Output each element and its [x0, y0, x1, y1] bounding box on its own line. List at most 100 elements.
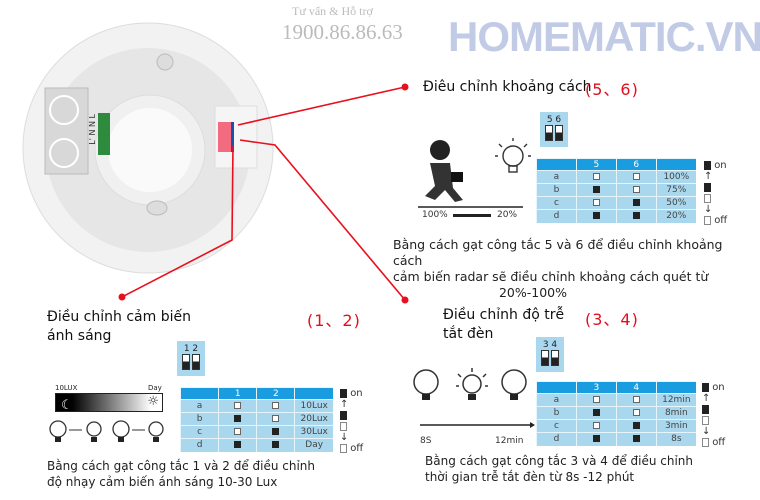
- table-row: b 8min: [536, 406, 696, 420]
- moon-icon: ☾: [61, 398, 73, 413]
- row-label: a: [536, 393, 577, 407]
- title-line: tắt đèn: [443, 326, 494, 342]
- runner-bulb-illustration: [418, 138, 531, 208]
- header-cell: 4: [615, 381, 657, 394]
- legend-off: off: [350, 443, 364, 454]
- row-value: 8min: [655, 406, 696, 420]
- table-row: c 3min: [536, 419, 696, 433]
- legend-off: off: [714, 215, 728, 226]
- distance-mini-switch: 5 6: [540, 112, 568, 147]
- header-cell: 2: [256, 387, 295, 400]
- arrow-icon: [453, 214, 491, 217]
- delay-switch-numbers: (3、4): [585, 310, 639, 329]
- switch-state-cell: [218, 412, 257, 426]
- mini-label: 5 6: [546, 115, 562, 125]
- switch-off-icon: [272, 415, 280, 422]
- switch-state-cell: [575, 209, 617, 223]
- row-label: a: [179, 399, 219, 413]
- row-label: d: [536, 432, 577, 446]
- switch-state-cell: [218, 425, 257, 439]
- table-row: c 50%: [536, 196, 696, 210]
- header-cell: [536, 158, 577, 171]
- switch-state-cell: [575, 406, 617, 420]
- legend-on: on: [350, 388, 363, 399]
- row-label: b: [536, 183, 577, 197]
- row-label: c: [179, 425, 219, 439]
- switch-state-cell: [256, 438, 295, 452]
- switch-state-cell: [256, 425, 295, 439]
- mini-label: 1 2: [183, 344, 199, 354]
- row-value: 20Lux: [294, 412, 333, 426]
- table-row: b 20Lux: [179, 412, 333, 426]
- header-cell: 3: [575, 381, 617, 394]
- watermark-brand: HOMEMATIC.VN: [448, 13, 760, 60]
- caption-line: cảm biến radar sẽ điều chỉnh khoảng cách…: [393, 269, 709, 284]
- switch-off-icon: [592, 422, 600, 429]
- header-cell: [655, 158, 696, 171]
- delay-range-to: 12min: [495, 436, 524, 446]
- header-cell: 1: [218, 387, 257, 400]
- row-label: d: [179, 438, 219, 452]
- switch-off-icon: [234, 402, 242, 409]
- row-value: 10Lux: [294, 399, 333, 413]
- title-line: Điều chỉnh cảm biến: [47, 309, 191, 325]
- switch-on-icon: [272, 428, 280, 435]
- row-value: 3min: [655, 419, 696, 433]
- header-cell: [655, 381, 696, 394]
- row-value: 12min: [655, 393, 696, 407]
- switch-state-cell: [218, 399, 257, 413]
- bar-right-label: Day: [148, 384, 162, 392]
- sun-icon: ☼: [147, 394, 159, 409]
- row-label: c: [536, 419, 577, 433]
- row-value: 30Lux: [294, 425, 333, 439]
- switch-off-icon: [632, 409, 640, 416]
- switch-state-cell: [615, 393, 657, 407]
- switch-state-cell: [575, 183, 617, 197]
- switch-on-icon: [234, 441, 242, 449]
- switch-off-icon: [632, 173, 640, 180]
- header-cell: 6: [615, 158, 657, 171]
- caption-line: Bằng cách gạt công tắc 3 và 4 để điều ch…: [425, 454, 694, 468]
- switch-on-icon: [234, 415, 242, 422]
- row-label: c: [536, 196, 577, 210]
- switch-state-cell: [256, 399, 295, 413]
- switch-on-icon: [632, 212, 640, 220]
- row-label: b: [179, 412, 219, 426]
- caption-line: 20%-100%: [498, 285, 568, 300]
- switch-state-cell: [615, 419, 657, 433]
- distance-title: Điêu chỉnh khoảng cách: [423, 79, 592, 95]
- mini-label: 3 4: [542, 340, 558, 350]
- caption-line: độ nhạy cảm biến ánh sáng 10-30 Lux: [47, 475, 278, 489]
- switch-off-icon: [632, 186, 640, 193]
- switch-state-cell: [615, 170, 657, 184]
- bulbs-sequence: [49, 420, 164, 442]
- switch-state-cell: [615, 183, 657, 197]
- switch-state-cell: [615, 209, 657, 223]
- row-value: 50%: [655, 196, 696, 210]
- caption-line: Bằng cách gạt công tắc 5 và 6 để điều ch…: [393, 237, 723, 268]
- switch-state-cell: [575, 432, 617, 446]
- switch-state-cell: [615, 432, 657, 446]
- distance-switch-numbers: (5、6): [585, 80, 639, 99]
- table-row: a 10Lux: [179, 399, 333, 413]
- switch-on-icon: [592, 186, 600, 193]
- header-cell: [294, 387, 333, 400]
- row-label: b: [536, 406, 577, 420]
- switch-state-cell: [575, 393, 617, 407]
- sensor-device: [22, 22, 409, 304]
- delay-range-from: 8S: [420, 436, 432, 446]
- delay-caption: Bằng cách gạt công tắc 3 và 4 để điều ch…: [425, 453, 693, 485]
- legend: on↑↓ off: [704, 160, 728, 226]
- switch-off-icon: [592, 173, 600, 180]
- light-switch-numbers: (1、2): [307, 311, 361, 330]
- watermark-phone: 1900.86.86.63: [282, 20, 403, 44]
- switch-off-icon: [592, 199, 600, 206]
- terminal-labels: L' N N L: [88, 114, 97, 145]
